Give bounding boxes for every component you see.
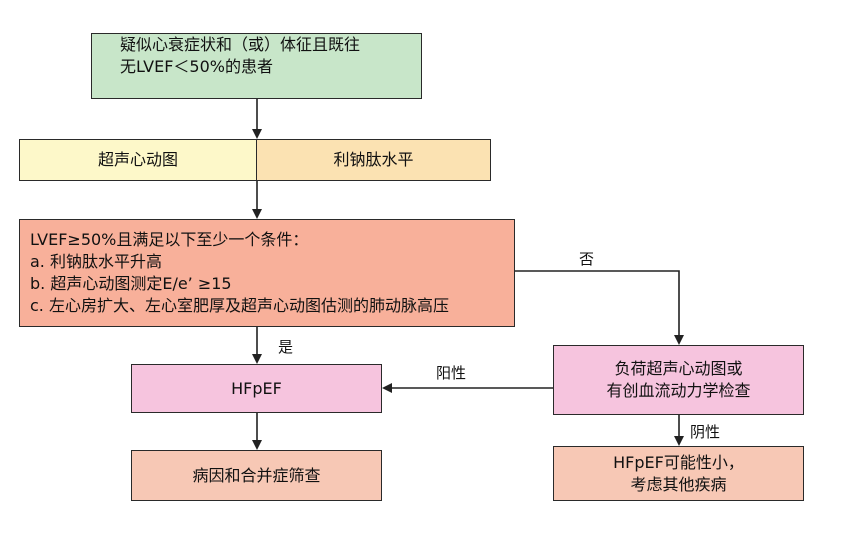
stress-test-node: 负荷超声心动图或 有创血流动力学检查 bbox=[553, 345, 804, 415]
hfpef-unlikely-line-2: 考虑其他疾病 bbox=[630, 474, 727, 494]
echocardiography-node: 超声心动图 bbox=[19, 139, 257, 181]
hfpef-node: HFpEF bbox=[131, 364, 382, 413]
criteria-line-3: b. 超声心动图测定E/e’ ≥15 bbox=[30, 274, 232, 293]
edge-label-negative: 阴性 bbox=[690, 423, 721, 441]
start-node-line-1: 疑似心衰症状和（或）体征且既往 bbox=[120, 35, 361, 54]
edge-label-yes: 是 bbox=[278, 338, 294, 356]
etiology-screening-label: 病因和合并症筛查 bbox=[192, 465, 321, 485]
arrow-criteria-to-stress bbox=[515, 270, 684, 345]
hfpef-unlikely-line-1: HFpEF可能性小， bbox=[613, 452, 744, 472]
stress-test-line-2: 有创血流动力学检查 bbox=[606, 381, 751, 400]
hfpef-unlikely-node: HFpEF可能性小， 考虑其他疾病 bbox=[553, 446, 804, 501]
criteria-line-4: c. 左心房扩大、左心室肥厚及超声心动图估测的肺动脉高压 bbox=[30, 296, 449, 315]
criteria-node: LVEF≥50%且满足以下至少一个条件： a. 利钠肽水平升高 b. 超声心动图… bbox=[19, 219, 515, 327]
criteria-line-1: LVEF≥50%且满足以下至少一个条件： bbox=[30, 230, 309, 249]
start-node-line-2: 无LVEF＜50%的患者 bbox=[120, 57, 273, 76]
natriuretic-peptide-node: 利钠肽水平 bbox=[257, 139, 491, 181]
criteria-line-2: a. 利钠肽水平升高 bbox=[30, 252, 162, 271]
echocardiography-label: 超声心动图 bbox=[97, 150, 178, 169]
etiology-screening-node: 病因和合并症筛查 bbox=[131, 450, 382, 501]
stress-test-line-1: 负荷超声心动图或 bbox=[614, 359, 743, 378]
start-node: 疑似心衰症状和（或）体征且既往 无LVEF＜50%的患者 bbox=[91, 33, 422, 99]
natriuretic-peptide-label: 利钠肽水平 bbox=[333, 150, 414, 169]
edge-label-positive: 阳性 bbox=[436, 364, 467, 382]
edge-label-no: 否 bbox=[579, 250, 595, 268]
hfpef-label: HFpEF bbox=[231, 378, 282, 398]
